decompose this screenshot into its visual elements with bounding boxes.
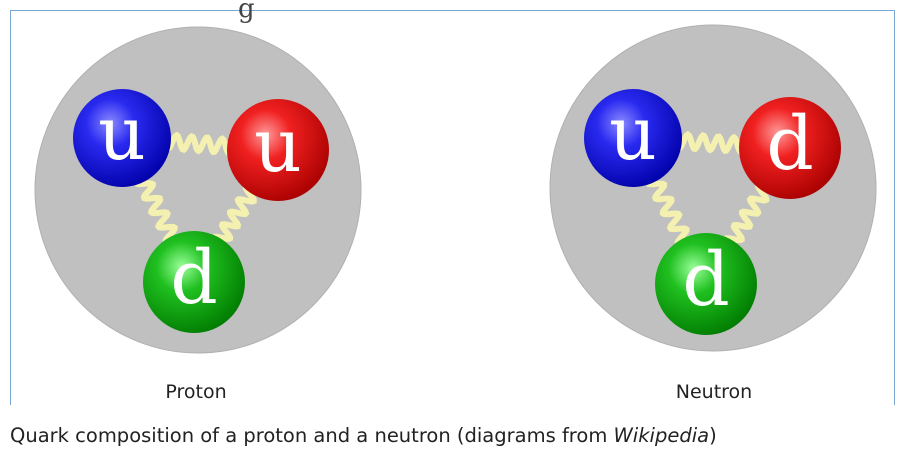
proton-quark-up-blue: u (73, 89, 171, 187)
caption-suffix: ) (709, 424, 717, 447)
neutron-gluon-top (672, 130, 749, 156)
caption-source-link: Wikipedia (613, 424, 710, 447)
proton-diagram: u u d Proton (34, 26, 362, 403)
neutron-quark-up-blue: u (584, 89, 682, 187)
proton-quark-down-green: d (143, 231, 245, 333)
neutron-quark-3-flavor: d (682, 237, 729, 323)
neutron-gluon-right (722, 182, 770, 249)
neutron-quark-down-red: d (739, 97, 841, 199)
proton-quark-up-red: u (227, 99, 329, 201)
neutron-quark-2-flavor: d (766, 101, 813, 187)
figure-caption: Quark composition of a proton and a neut… (10, 424, 906, 447)
proton-quark-3-flavor: d (170, 235, 217, 321)
neutron-quark-1-flavor: u (609, 91, 657, 177)
proton-gluon-right (210, 183, 257, 247)
neutron-diagram: u d d Neutron (549, 24, 877, 403)
neutron-quark-down-green: d (655, 233, 757, 335)
cropped-text-fragment: g (238, 0, 255, 24)
neutron-label: Neutron (676, 381, 752, 403)
proton-quark-1-flavor: u (98, 91, 146, 177)
quark-diagram: u u d Proton u d d Neutron (34, 24, 877, 403)
proton-quark-2-flavor: u (254, 103, 302, 189)
proton-label: Proton (165, 381, 226, 403)
caption-prefix: Quark composition of a proton and a neut… (10, 424, 614, 447)
proton-gluon-top (161, 131, 237, 157)
proton-gluon-left (133, 173, 178, 246)
neutron-gluon-left (644, 173, 690, 248)
